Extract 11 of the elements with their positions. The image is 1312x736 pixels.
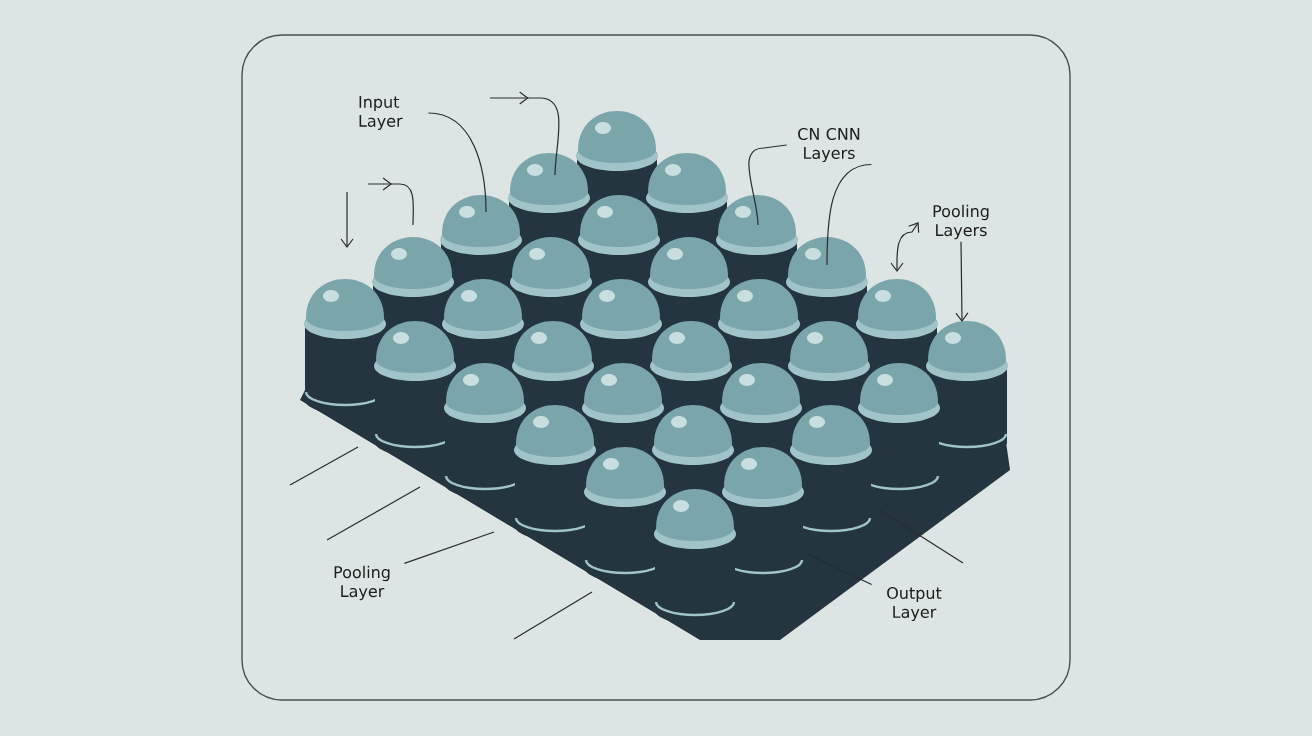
- layer-label: Output Layer: [887, 586, 942, 622]
- layer-label: Input Layer: [359, 96, 403, 130]
- leader-line: [748, 144, 788, 226]
- leader-line: [955, 241, 969, 322]
- leader-line: [427, 112, 487, 213]
- leader-line: [826, 163, 872, 266]
- layer-label: Pooling Layers: [933, 204, 989, 240]
- leader-line: [403, 531, 495, 564]
- leader-line: [890, 222, 920, 272]
- layer-label: CN CNN Layers: [798, 127, 860, 163]
- layer-label: Pooling Layer: [334, 565, 390, 601]
